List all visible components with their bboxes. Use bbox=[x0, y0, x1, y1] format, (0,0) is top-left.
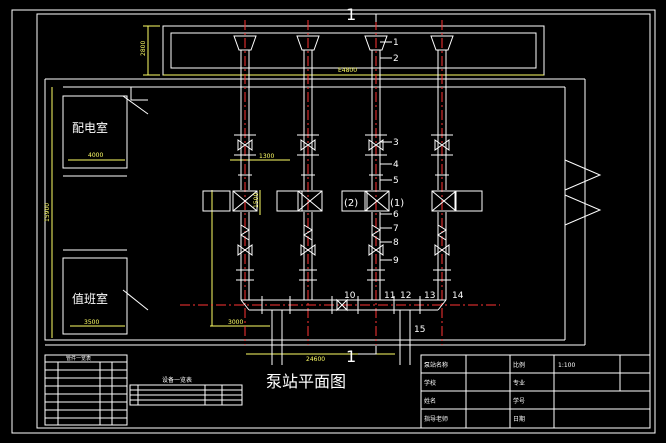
part-number: 5 bbox=[393, 176, 399, 186]
part-number: 3 bbox=[393, 138, 399, 148]
part-number: 10 bbox=[344, 291, 356, 301]
title-block-school: 学校 bbox=[424, 379, 436, 387]
drawing-title: 泵站平面图 bbox=[266, 372, 346, 391]
dim-dist-room-width: 4000 bbox=[88, 152, 103, 159]
title-block-advisor: 指导老师 bbox=[424, 415, 448, 423]
dim-total-width: 24600 bbox=[306, 356, 325, 363]
title-block-project-name: 泵站名称 bbox=[424, 361, 448, 369]
part-number: 12 bbox=[400, 291, 411, 301]
title-block-student-id: 学号 bbox=[513, 397, 525, 405]
room-label-duty: 值班室 bbox=[72, 291, 108, 306]
title-block-major: 专业 bbox=[513, 379, 525, 387]
part-number: 1 bbox=[393, 38, 399, 48]
part-number: 4 bbox=[393, 160, 399, 170]
section-mark-top: 1 bbox=[346, 5, 356, 24]
part-number: 2 bbox=[393, 54, 399, 64]
room-label-distribution: 配电室 bbox=[72, 120, 108, 135]
part-number: 15 bbox=[414, 325, 425, 335]
pump-label-2: (2) bbox=[344, 198, 358, 209]
pump-label-1: (1) bbox=[390, 198, 404, 209]
dim-bottom-span: 3000 bbox=[228, 319, 243, 326]
dim-top-height: 2800 bbox=[140, 41, 147, 56]
dim-left-height: 15900 bbox=[44, 203, 51, 222]
part-number: 6 bbox=[393, 210, 399, 220]
part-number: 7 bbox=[393, 224, 399, 234]
title-block-name: 姓名 bbox=[424, 397, 436, 405]
dim-middle-1: 1300 bbox=[259, 153, 274, 160]
part-number: 14 bbox=[452, 291, 464, 301]
dim-duty-room-width: 3500 bbox=[84, 319, 99, 326]
title-block-scale-value: 1:100 bbox=[558, 362, 575, 369]
title-block-date: 日期 bbox=[513, 415, 525, 423]
dim-top-width: E4800 bbox=[338, 67, 357, 74]
equipment-table-title: 设备一览表 bbox=[162, 376, 192, 384]
title-block-scale-label: 比例 bbox=[513, 361, 525, 369]
materials-table-title: 管件一览表 bbox=[66, 355, 91, 362]
part-number: 13 bbox=[424, 291, 435, 301]
part-number: 8 bbox=[393, 238, 399, 248]
section-mark-bottom: 1 bbox=[346, 347, 356, 366]
part-number: 11 bbox=[384, 291, 395, 301]
dim-middle-2: 1500 bbox=[253, 193, 260, 208]
part-number: 9 bbox=[393, 256, 399, 266]
